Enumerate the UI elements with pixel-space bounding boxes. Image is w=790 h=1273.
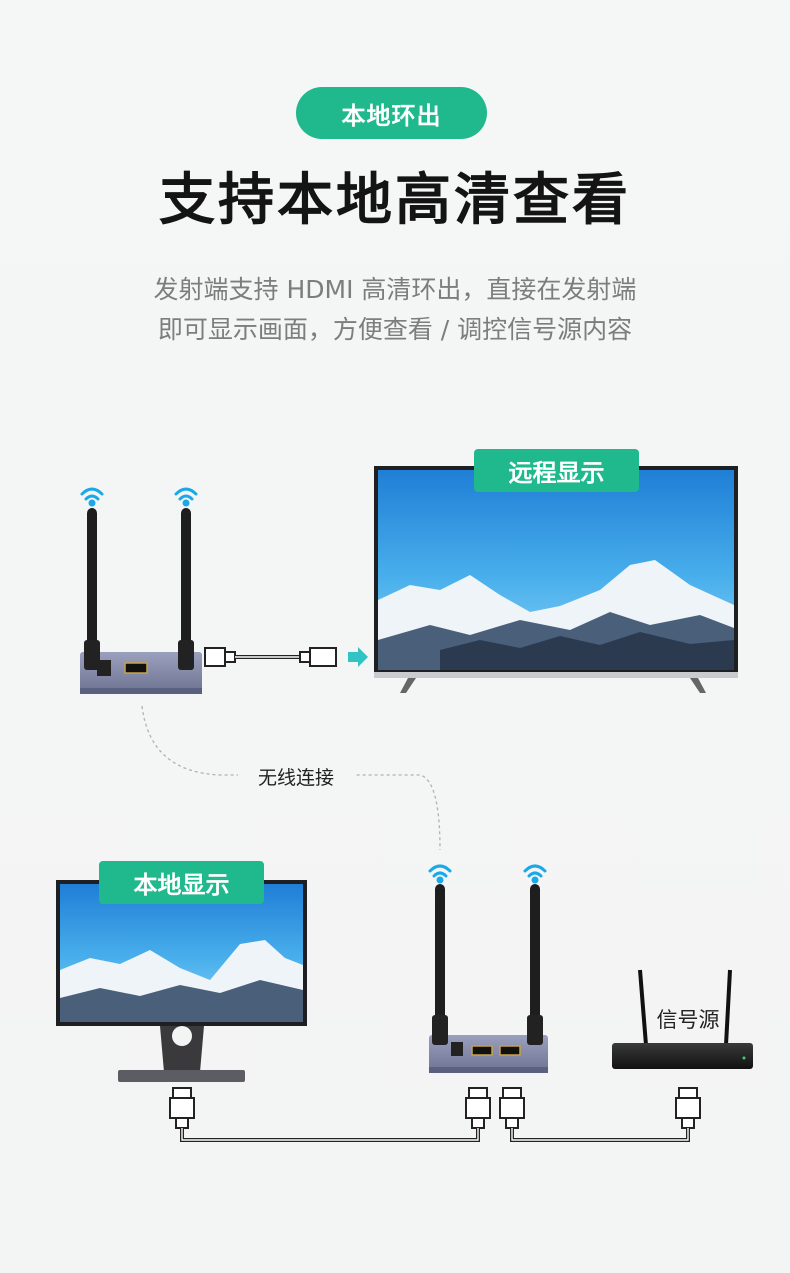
remote-tv <box>374 466 738 693</box>
signal-source-label: 信号源 <box>656 1008 720 1032</box>
wireless-link-line <box>141 705 441 851</box>
hdmi-cable-line <box>180 1128 690 1142</box>
wireless-connection-label: 无线连接 <box>238 760 354 792</box>
wifi-icon <box>80 487 198 507</box>
page-title: 支持本地高清查看 <box>159 168 631 233</box>
local-monitor <box>56 880 307 1082</box>
hdmi-cable-icon <box>204 647 337 667</box>
description-line-1: 发射端支持 HDMI 高清环出，直接在发射端 <box>153 275 637 304</box>
wifi-icon <box>428 864 547 884</box>
hdmi-cable-icon <box>169 1087 701 1129</box>
local-display-tag: 本地显示 <box>99 861 264 904</box>
remote-display-tag: 远程显示 <box>474 449 639 492</box>
transmitter-device <box>80 508 202 694</box>
signal-source-device <box>612 969 753 1069</box>
receiver-device <box>429 884 548 1073</box>
description-line-2: 即可显示画面，方便查看 / 调控信号源内容 <box>157 315 633 344</box>
arrow-right-icon <box>348 647 368 667</box>
section-pill: 本地环出 <box>296 87 487 139</box>
